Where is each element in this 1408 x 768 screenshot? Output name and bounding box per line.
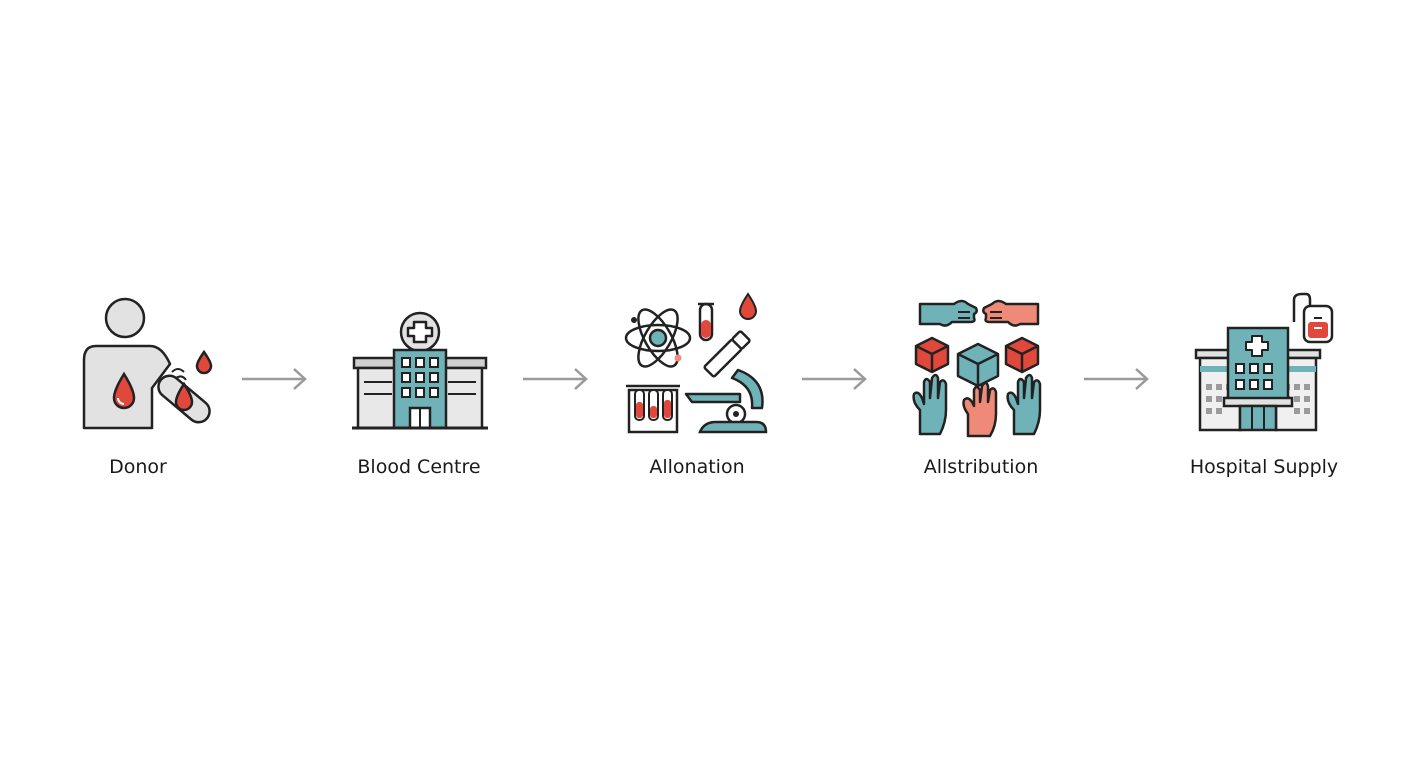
step-label-allstribution: Allstribution (923, 456, 1039, 478)
lab-science-icon (624, 292, 768, 434)
hospital-blood-bag-icon (1194, 292, 1334, 432)
step-label-donor: Donor (109, 456, 167, 478)
step-label-hospital-supply: Hospital Supply (1189, 456, 1339, 478)
donor-icon (82, 297, 213, 430)
step-label-blood-centre: Blood Centre (357, 456, 481, 478)
blood-centre-building-icon (352, 311, 488, 430)
step-label-allonation: Allonation (649, 456, 745, 478)
distribution-hands-boxes-icon (912, 299, 1042, 438)
arrow-2-icon (523, 368, 588, 390)
arrow-4-icon (1084, 368, 1149, 390)
arrow-3-icon (802, 368, 867, 390)
arrow-1-icon (242, 368, 307, 390)
